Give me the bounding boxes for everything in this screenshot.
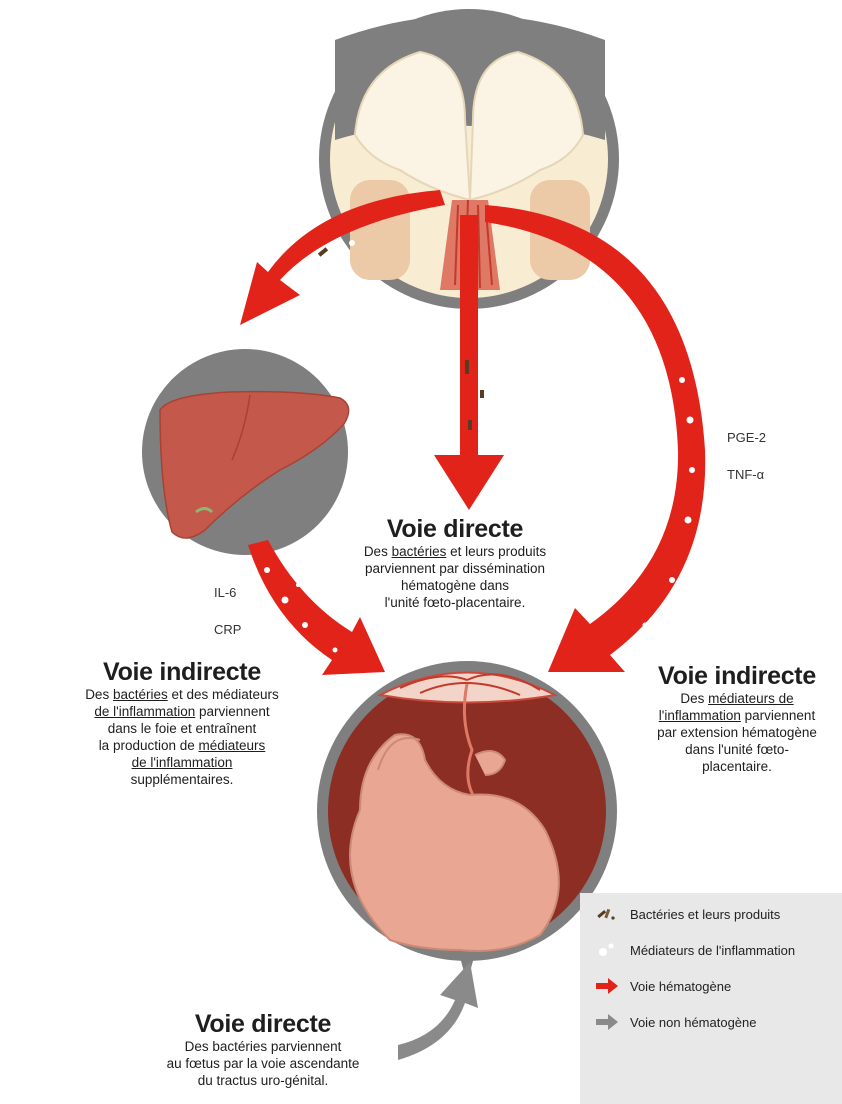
bacteria-icon: [594, 904, 620, 924]
legend-label-bacteria: Bactéries et leurs produits: [630, 907, 780, 922]
text-segment: Des: [85, 687, 113, 702]
left-indirect-route-text: Voie indirecte Des bactéries et des médi…: [52, 658, 312, 788]
legend-label-mediators: Médiateurs de l'inflammation: [630, 943, 795, 958]
text-segment: et des médiateurs: [168, 687, 279, 702]
center-direct-route-title: Voie directe: [330, 515, 580, 543]
liver-illustration: [142, 349, 349, 555]
text-line: l'unité fœto-placentaire.: [330, 594, 580, 611]
legend-label-hematogenous: Voie hématogène: [630, 979, 731, 994]
text-line: Des bactéries et leurs produits: [330, 543, 580, 560]
legend-item-bacteria: Bactéries et leurs produits: [594, 903, 780, 925]
text-segment: parviennent: [741, 708, 815, 723]
legend-item-non-hematogenous: Voie non hématogène: [594, 1011, 757, 1033]
left-indirect-route-title: Voie indirecte: [52, 658, 312, 686]
text-segment: et leurs produits: [446, 544, 546, 559]
text-line: dans l'unité fœto-: [632, 741, 842, 758]
text-segment: dans l'unité fœto-: [685, 742, 789, 757]
text-line: du tractus uro-génital.: [128, 1072, 398, 1089]
bottom-direct-route-lines: Des bactéries parviennent au fœtus par la…: [128, 1038, 398, 1089]
underlined-term: médiateurs de: [708, 691, 794, 706]
text-segment: parviennent par dissémination: [365, 561, 545, 576]
text-line: de l'inflammation: [52, 754, 312, 771]
text-segment: supplémentaires.: [131, 772, 234, 787]
crp-label: CRP: [214, 622, 241, 637]
text-segment: hématogène dans: [401, 578, 509, 593]
text-segment: du tractus uro-génital.: [198, 1073, 329, 1088]
non-hematogenous-arrow: [398, 962, 478, 1060]
underlined-term: de l'inflammation: [94, 704, 195, 719]
bottom-direct-route-text: Voie directe Des bactéries parviennent au…: [128, 1010, 398, 1089]
text-segment: la production de: [99, 738, 199, 753]
center-direct-route-lines: Des bactéries et leurs produitsparvienne…: [330, 543, 580, 611]
left-indirect-route-lines: Des bactéries et des médiateursde l'infl…: [52, 686, 312, 788]
bottom-direct-route-title: Voie directe: [128, 1010, 398, 1038]
pge2-label: PGE-2: [727, 430, 766, 445]
legend: Bactéries et leurs produits Médiateurs d…: [580, 893, 842, 1104]
text-segment: dans le foie et entraînent: [108, 721, 257, 736]
red-arrow-icon: [594, 976, 620, 996]
legend-item-mediators: Médiateurs de l'inflammation: [594, 939, 795, 961]
underlined-term: médiateurs: [199, 738, 266, 753]
right-indirect-route-text: Voie indirecte Des médiateurs del'inflam…: [632, 662, 842, 775]
text-line: Des bactéries parviennent: [128, 1038, 398, 1055]
text-line: hématogène dans: [330, 577, 580, 594]
center-direct-route-text: Voie directe Des bactéries et leurs prod…: [330, 515, 580, 611]
text-line: parviennent par dissémination: [330, 560, 580, 577]
underlined-term: de l'inflammation: [132, 755, 233, 770]
underlined-term: bactéries: [113, 687, 168, 702]
il6-label: IL-6: [214, 585, 236, 600]
text-line: la production de médiateurs: [52, 737, 312, 754]
text-line: de l'inflammation parviennent: [52, 703, 312, 720]
text-segment: placentaire.: [702, 759, 772, 774]
legend-item-hematogenous: Voie hématogène: [594, 975, 731, 997]
text-line: supplémentaires.: [52, 771, 312, 788]
gray-arrow-icon: [594, 1012, 620, 1032]
text-segment: Des: [680, 691, 708, 706]
mediator-dots-icon: [594, 940, 620, 960]
text-line: Des bactéries et des médiateurs: [52, 686, 312, 703]
text-segment: Des: [364, 544, 392, 559]
text-segment: Des bactéries parviennent: [185, 1039, 342, 1054]
text-segment: parviennent: [195, 704, 269, 719]
uterus-illustration: [317, 661, 617, 972]
text-segment: par extension hématogène: [657, 725, 817, 740]
text-segment: l'unité fœto-placentaire.: [385, 595, 526, 610]
underlined-term: bactéries: [392, 544, 447, 559]
text-line: au fœtus par la voie ascendante: [128, 1055, 398, 1072]
text-line: par extension hématogène: [632, 724, 842, 741]
tnf-alpha-label: TNF-α: [727, 467, 764, 482]
underlined-term: l'inflammation: [659, 708, 741, 723]
right-indirect-route-lines: Des médiateurs del'inflammation parvienn…: [632, 690, 842, 775]
right-indirect-route-title: Voie indirecte: [632, 662, 842, 690]
text-segment: au fœtus par la voie ascendante: [167, 1056, 360, 1071]
text-line: Des médiateurs de: [632, 690, 842, 707]
text-line: dans le foie et entraînent: [52, 720, 312, 737]
text-line: placentaire.: [632, 758, 842, 775]
legend-label-non-hematogenous: Voie non hématogène: [630, 1015, 757, 1030]
text-line: l'inflammation parviennent: [632, 707, 842, 724]
